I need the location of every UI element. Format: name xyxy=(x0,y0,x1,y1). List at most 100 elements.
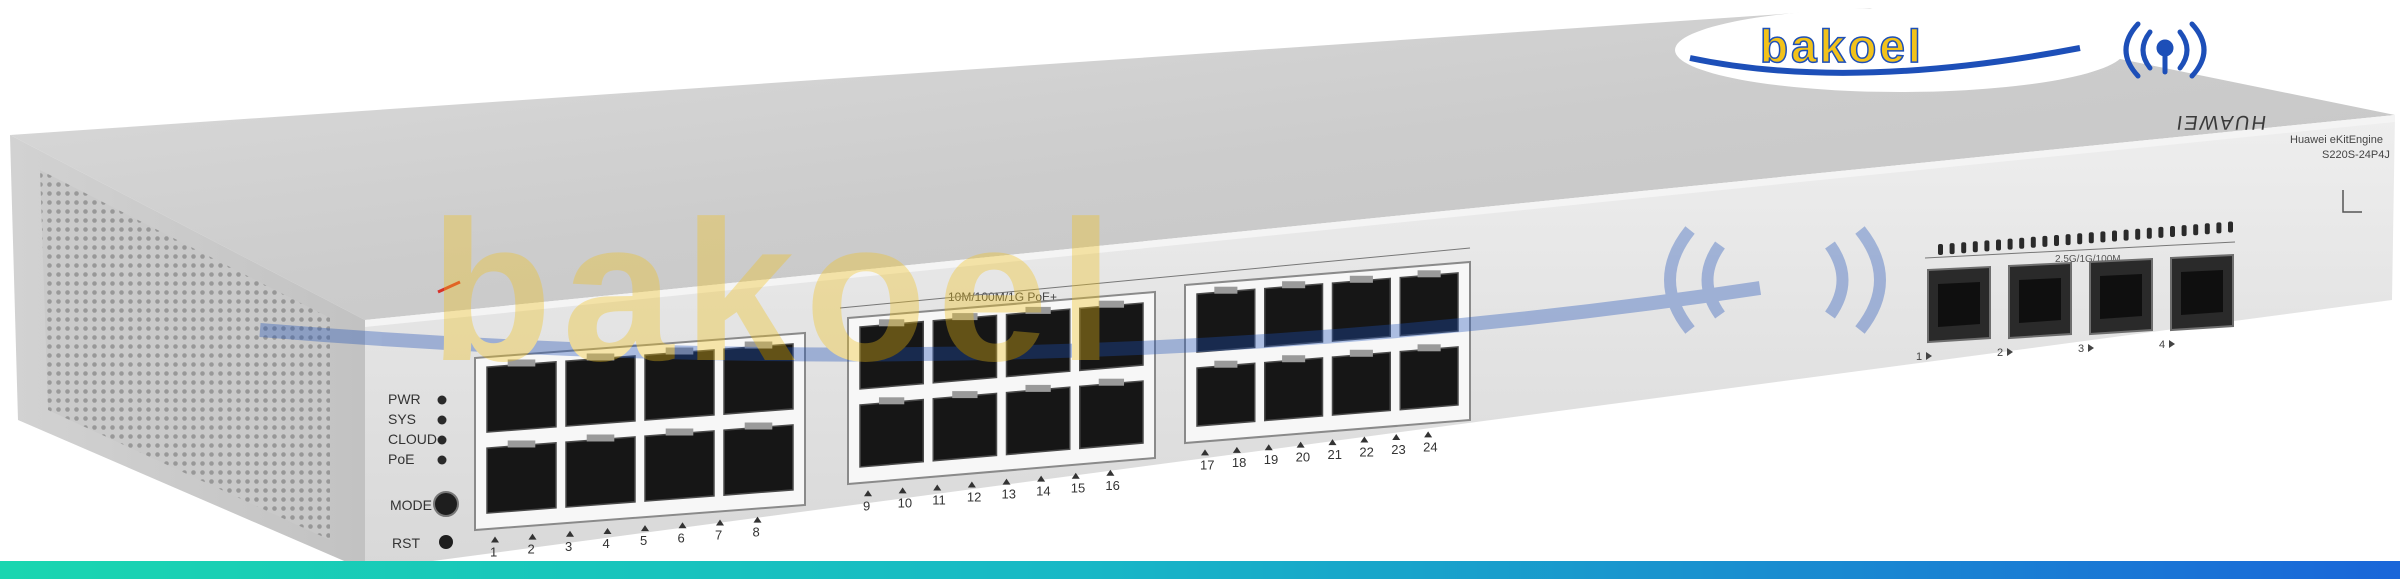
port-arrow-icon xyxy=(1424,431,1433,438)
port-latch xyxy=(1349,275,1373,283)
rj45-port[interactable] xyxy=(859,398,924,468)
led-indicator xyxy=(437,395,447,405)
sfp-led xyxy=(1972,241,1978,253)
sfp-led xyxy=(2054,235,2059,246)
reset-button[interactable] xyxy=(439,535,453,549)
rj45-port[interactable] xyxy=(932,392,998,462)
port-latch xyxy=(1349,349,1373,357)
sfp-led xyxy=(2135,228,2141,240)
port-block-frame xyxy=(847,290,1156,486)
watermark-signal-icon xyxy=(1664,226,1886,334)
sfp-group-bracket xyxy=(1924,241,2236,259)
led-label-pwr: PWR xyxy=(388,391,421,407)
red-accent-line xyxy=(437,280,461,294)
port-number-label: 20 xyxy=(1296,450,1310,465)
port-arrow-icon xyxy=(933,484,942,491)
rj45-port[interactable] xyxy=(644,430,715,502)
rj45-port[interactable] xyxy=(565,436,636,508)
rj45-port[interactable] xyxy=(1264,357,1324,422)
port-number-label: 11 xyxy=(932,492,946,507)
sfp-port-number: 3 xyxy=(2078,343,2084,355)
port-number-label: 17 xyxy=(1200,457,1214,472)
sfp-led xyxy=(1961,242,1967,254)
chassis-vent-grille xyxy=(40,170,330,540)
port-latch xyxy=(952,391,978,399)
port-arrow-icon xyxy=(491,536,499,543)
port-arrow-icon xyxy=(678,522,687,529)
rj45-port[interactable] xyxy=(1196,362,1256,427)
port-number-label: 5 xyxy=(640,533,647,548)
model-label: S220S-24P4J xyxy=(2322,149,2390,161)
port-latch xyxy=(507,359,536,367)
port-number-label: 21 xyxy=(1328,447,1342,462)
port-arrow-icon xyxy=(1106,469,1115,476)
rj45-port[interactable] xyxy=(1399,346,1459,411)
led-indicator xyxy=(437,435,447,445)
port-number-label: 24 xyxy=(1423,439,1437,454)
port-latch xyxy=(1417,270,1441,278)
port-blocks xyxy=(474,260,1471,532)
port-latch xyxy=(1214,286,1238,294)
port-number-label: 3 xyxy=(565,539,572,554)
sfp-slot xyxy=(2019,278,2061,323)
sfp-led xyxy=(2228,221,2233,233)
led-indicator xyxy=(437,455,447,465)
port-number-label: 18 xyxy=(1232,455,1246,470)
port-latch xyxy=(507,440,536,448)
sfp-arrow-icon xyxy=(2169,340,2175,348)
sfp-led xyxy=(2193,224,2199,236)
rj45-port[interactable] xyxy=(486,442,557,514)
sfp-led xyxy=(2077,233,2083,245)
port-number-label: 10 xyxy=(898,495,912,510)
port-latch xyxy=(878,397,905,405)
port-latch xyxy=(665,428,694,436)
port-latch xyxy=(744,341,773,349)
rj45-port[interactable] xyxy=(1331,351,1391,416)
watermark-swoosh xyxy=(259,281,1762,362)
device-branding: Huawei eKitEngine S220S-24P4J HUAWEI xyxy=(2173,111,2390,213)
port-number-label: 12 xyxy=(967,490,981,505)
port-arrow-icon xyxy=(528,533,537,540)
mode-button[interactable] xyxy=(433,491,459,517)
sfp-led-row xyxy=(1938,221,2233,255)
sfp-led xyxy=(2146,227,2152,239)
watermark-text: bakoel xyxy=(430,180,1124,403)
led-indicator xyxy=(437,415,447,425)
port-number-label: 8 xyxy=(753,525,760,540)
huawei-logo-text: HUAWEI xyxy=(2173,111,2267,133)
sfp-led xyxy=(2065,234,2071,246)
port-latch xyxy=(1025,306,1051,314)
sfp-slot xyxy=(2100,274,2142,319)
sfp-led xyxy=(2007,238,2013,250)
bakoel-logo: bakoel xyxy=(1675,8,2207,92)
sfp-led xyxy=(1938,244,1943,255)
rst-label: RST xyxy=(392,535,420,551)
sfp-led xyxy=(2123,229,2129,241)
port-arrow-icon xyxy=(1201,449,1209,456)
port-arrow-icon xyxy=(1296,441,1305,448)
logo-swoosh xyxy=(1689,45,2081,76)
watermark-overlay: bakoel xyxy=(259,180,1886,403)
port-arrow-icon xyxy=(1071,472,1080,479)
port-arrow-icon xyxy=(641,525,649,532)
port-number-label: 15 xyxy=(1071,481,1085,496)
model-line-label: Huawei eKitEngine xyxy=(2290,134,2383,146)
sfp-port-number: 2 xyxy=(1997,347,2003,359)
led-label-sys: SYS xyxy=(388,411,416,427)
port-group-label: 10M/100M/1G PoE+ xyxy=(948,290,1057,304)
port-block-frame xyxy=(474,331,806,532)
port-latch xyxy=(952,313,978,321)
port-latch xyxy=(586,353,615,361)
port-latch xyxy=(586,434,615,442)
port-arrow-icon xyxy=(864,490,872,497)
sfp-led xyxy=(1996,239,2001,251)
port-arrow-icon xyxy=(967,481,976,488)
port-arrow-icon xyxy=(1328,439,1337,446)
port-latch xyxy=(1098,378,1125,386)
sfp-led xyxy=(1984,240,1990,252)
rj45-port[interactable] xyxy=(723,424,794,496)
